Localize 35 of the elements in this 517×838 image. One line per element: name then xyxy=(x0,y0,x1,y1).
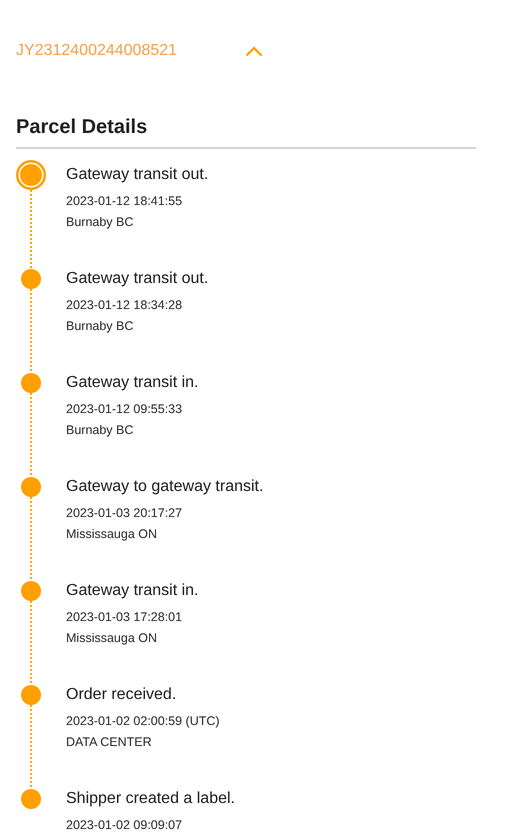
tracking-number: JY2312400244008521 xyxy=(16,42,178,60)
event-title: Order received. xyxy=(66,686,176,704)
timeline-dot-icon xyxy=(21,477,41,497)
event-location: Mississauga ON xyxy=(66,527,157,542)
section-heading: Parcel Details xyxy=(16,115,148,139)
event-timestamp: 2023-01-12 09:55:33 xyxy=(66,402,182,417)
event-location: Burnaby BC xyxy=(66,423,134,438)
dotted-connector xyxy=(30,497,32,581)
event-location: Burnaby BC xyxy=(66,319,134,334)
dotted-connector xyxy=(30,190,32,269)
timeline-ring-icon xyxy=(16,160,46,190)
timeline-dot-icon xyxy=(21,685,41,705)
dotted-connector xyxy=(30,289,32,373)
dotted-connector xyxy=(30,601,32,685)
event-location: Burnaby BC xyxy=(66,215,134,230)
event-timestamp: 2023-01-02 02:00:59 (UTC) xyxy=(66,714,220,729)
event-timestamp: 2023-01-12 18:41:55 xyxy=(66,194,182,209)
timeline-dot-icon xyxy=(21,789,41,809)
timeline-dot-icon xyxy=(21,269,41,289)
event-location: Mississauga ON xyxy=(66,631,157,646)
event-title: Gateway to gateway transit. xyxy=(66,478,264,496)
dotted-connector xyxy=(30,705,32,789)
event-title: Gateway transit out. xyxy=(66,270,208,288)
event-title: Gateway transit in. xyxy=(66,374,198,392)
event-timestamp: 2023-01-12 18:34:28 xyxy=(66,298,182,313)
timeline-dot-icon xyxy=(21,373,41,393)
event-title: Shipper created a label. xyxy=(66,790,235,808)
dotted-connector xyxy=(30,393,32,477)
event-timestamp: 2023-01-03 20:17:27 xyxy=(66,506,182,521)
event-location: DATA CENTER xyxy=(66,735,152,750)
event-timestamp: 2023-01-02 09:09:07 xyxy=(66,818,182,833)
timeline-dot-icon xyxy=(21,581,41,601)
event-title: Gateway transit in. xyxy=(66,582,198,600)
event-timestamp: 2023-01-03 17:28:01 xyxy=(66,610,182,625)
event-title: Gateway transit out. xyxy=(66,166,208,184)
